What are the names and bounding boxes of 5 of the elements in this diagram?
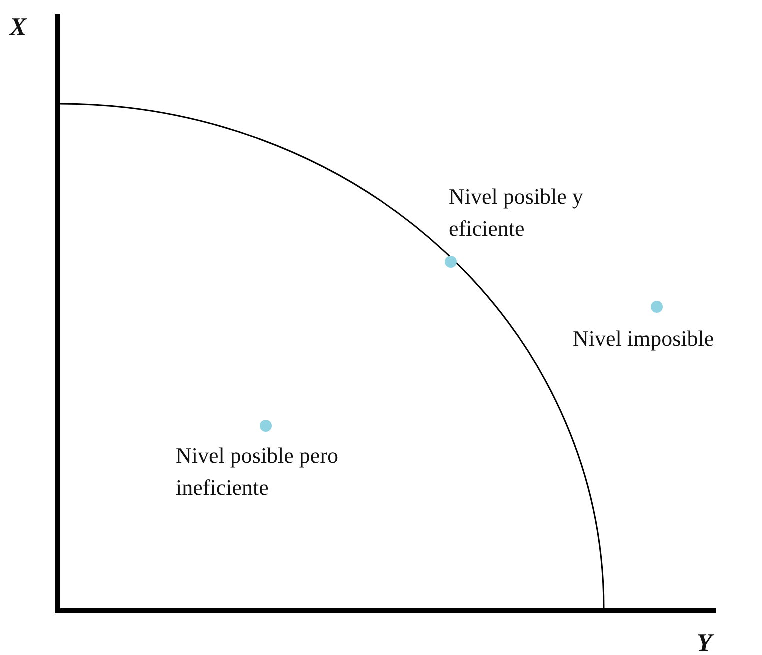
point-label: Nivel posible pero ineficiente	[176, 442, 340, 502]
point-label: Nivel imposible	[573, 325, 714, 353]
point-label: Nivel posible y eficiente	[449, 183, 584, 243]
axis-label: X	[10, 14, 27, 42]
axis-label: Y	[697, 630, 712, 655]
